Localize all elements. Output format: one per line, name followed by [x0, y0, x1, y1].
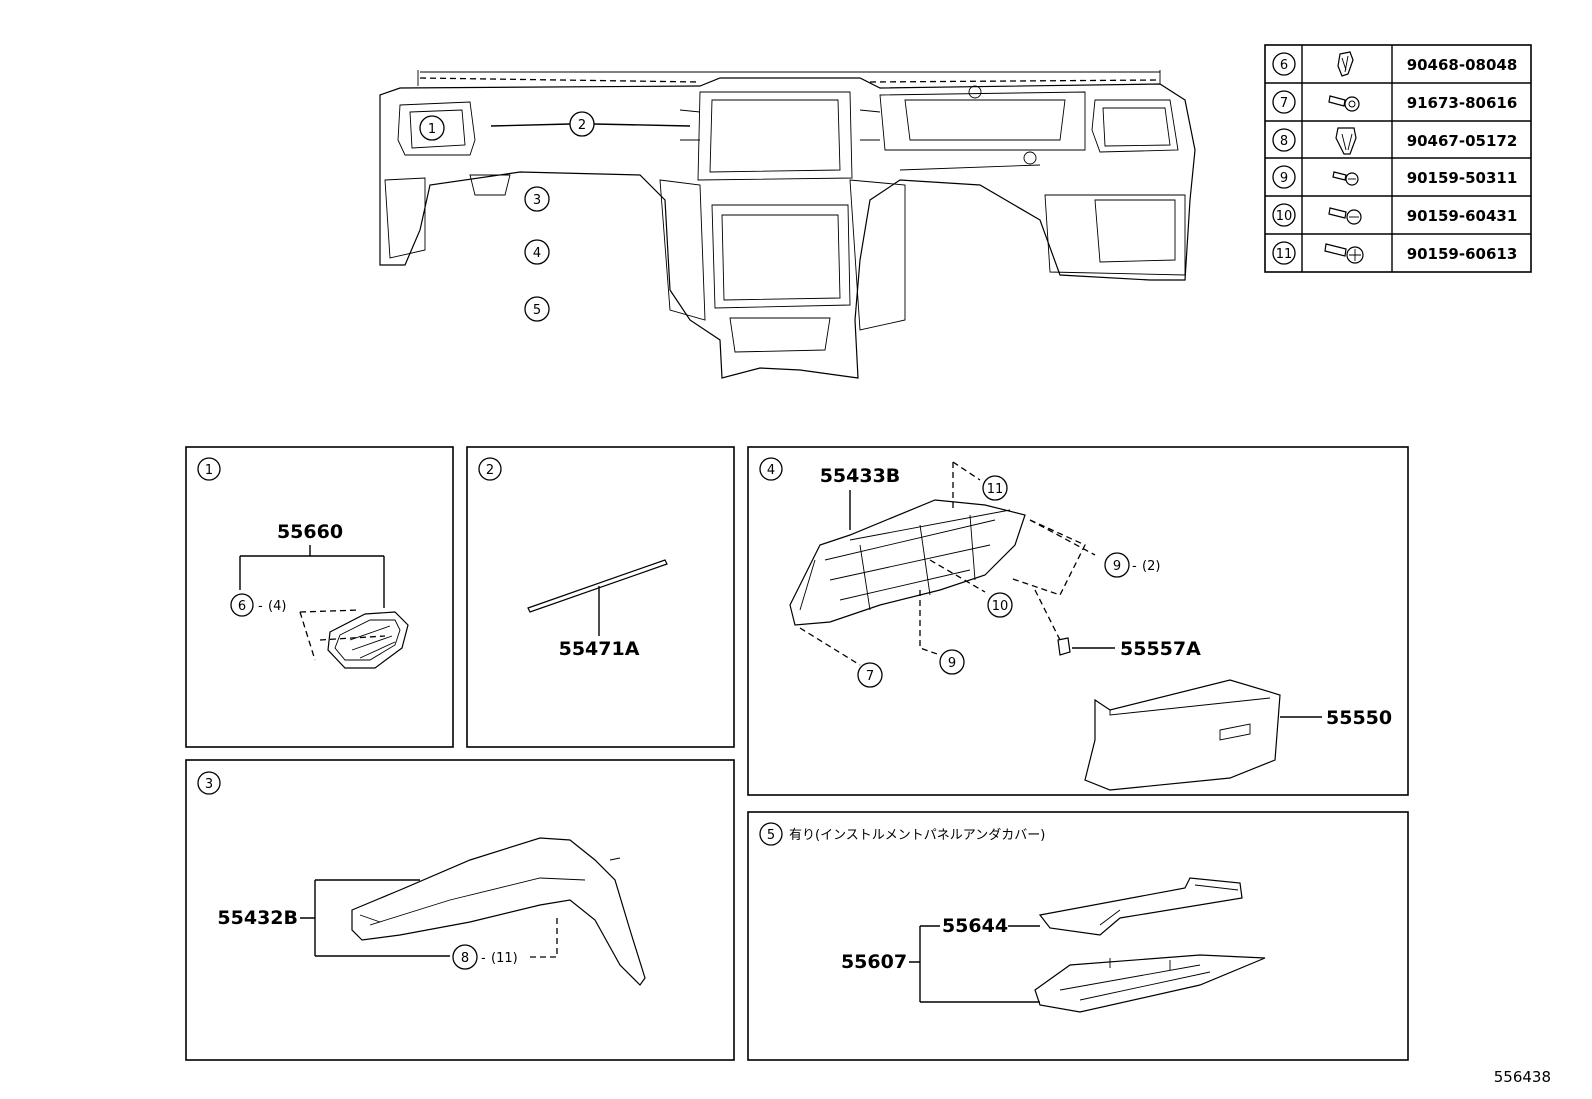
svg-text:90159-60613: 90159-60613	[1407, 245, 1518, 263]
svg-text:2: 2	[486, 463, 494, 478]
overview-callout-2[interactable]: 2	[569, 111, 595, 137]
table-row[interactable]: 7 91673-80616	[1272, 90, 1518, 114]
svg-text:7: 7	[866, 669, 874, 684]
part-label-55550[interactable]: 55550	[1326, 707, 1392, 729]
part-label-55471A[interactable]: 55471A	[559, 638, 640, 660]
screw-icon	[1332, 171, 1359, 186]
overview-callout-3[interactable]: 3	[524, 186, 550, 212]
instrument-panel-overview	[379, 70, 1196, 379]
panel-4-callout-10[interactable]: 10	[987, 592, 1013, 618]
clip-icon	[1337, 51, 1354, 77]
panel-3-ref: 3	[197, 771, 221, 795]
svg-text:3: 3	[533, 193, 541, 208]
molding-part-drawing	[527, 559, 668, 613]
fastener-table	[1264, 44, 1532, 273]
svg-text:6: 6	[238, 599, 246, 614]
svg-text:10: 10	[992, 599, 1009, 614]
svg-text:7: 7	[1280, 96, 1288, 111]
svg-text:90159-60431: 90159-60431	[1407, 207, 1518, 225]
damper-part-drawing	[1057, 637, 1071, 656]
svg-text:4: 4	[767, 463, 775, 478]
svg-text:11: 11	[987, 482, 1004, 497]
panel-5-note: 有り(インストルメントパネルアンダカバー)	[789, 828, 1045, 843]
panel-4-qty: (2)	[1142, 559, 1160, 574]
table-row[interactable]: 9 90159-50311	[1272, 165, 1518, 189]
panel-4-callout-9-bottom[interactable]: 9	[939, 649, 965, 675]
svg-text:6: 6	[1280, 58, 1288, 73]
table-row[interactable]: 10 90159-60431	[1272, 203, 1518, 227]
svg-text:10: 10	[1276, 209, 1293, 224]
glovebox-door-drawing	[1084, 679, 1281, 791]
svg-text:8: 8	[1280, 134, 1288, 149]
diagram-id: 556438	[1494, 1068, 1551, 1086]
table-row[interactable]: 11 90159-60613	[1272, 241, 1518, 265]
panel-2-ref: 2	[478, 457, 502, 481]
svg-text:8: 8	[461, 951, 469, 966]
panel-4-callout-9-top[interactable]: 9	[1104, 552, 1130, 578]
part-label-55660[interactable]: 55660	[277, 521, 343, 543]
overview-callout-5[interactable]: 5	[524, 296, 550, 322]
panel-1-qty-value: (4)	[268, 599, 286, 614]
part-label-55644[interactable]: 55644	[942, 915, 1008, 937]
svg-text:5: 5	[533, 303, 541, 318]
panel-1-fastener-callout[interactable]: 6	[230, 593, 254, 617]
panel-2	[466, 446, 735, 748]
svg-text:91673-80616: 91673-80616	[1407, 94, 1518, 112]
panel-3-fastener-callout[interactable]: 8	[452, 944, 478, 970]
svg-text:9: 9	[948, 656, 956, 671]
svg-text:9: 9	[1280, 171, 1288, 186]
screw-icon	[1328, 207, 1362, 225]
clip-icon	[1335, 127, 1357, 155]
panel-5-ref: 5	[759, 822, 783, 846]
part-label-55557A[interactable]: 55557A	[1120, 638, 1201, 660]
bolt-icon	[1328, 95, 1360, 112]
table-row[interactable]: 8 90467-05172	[1272, 127, 1518, 155]
under-cover-bracket-drawing	[1038, 877, 1243, 936]
panel-3	[185, 759, 735, 1061]
table-row[interactable]: 6 90468-08048	[1272, 51, 1518, 77]
svg-text:90468-08048: 90468-08048	[1407, 56, 1518, 74]
under-cover-drawing	[1034, 954, 1266, 1013]
panel-3-qty: (11)	[491, 951, 518, 966]
panel-4-qty-sep: -	[1132, 559, 1137, 574]
part-label-55433B[interactable]: 55433B	[820, 465, 901, 487]
panel-1-qty: -	[258, 599, 263, 614]
panel-5	[747, 811, 1409, 1061]
svg-text:3: 3	[205, 777, 213, 792]
svg-text:9: 9	[1113, 559, 1121, 574]
screw-icon	[1324, 243, 1364, 264]
panel-4-callout-7[interactable]: 7	[857, 662, 883, 688]
svg-text:4: 4	[533, 246, 541, 261]
overview-callout-1[interactable]: 1	[419, 115, 445, 141]
svg-text:2: 2	[578, 118, 586, 133]
svg-text:11: 11	[1276, 247, 1293, 262]
cover-part-drawing	[351, 837, 646, 986]
glovebox-frame-drawing	[789, 499, 1026, 626]
vent-part-drawing	[327, 611, 409, 669]
svg-text:90467-05172: 90467-05172	[1407, 132, 1518, 150]
panel-4-ref: 4	[759, 457, 783, 481]
svg-text:90159-50311: 90159-50311	[1407, 169, 1518, 187]
overview-callout-4[interactable]: 4	[524, 239, 550, 265]
panel-4-callout-11[interactable]: 11	[982, 475, 1008, 501]
panel-1	[185, 446, 454, 748]
svg-text:1: 1	[428, 122, 436, 137]
svg-text:1: 1	[205, 463, 213, 478]
part-label-55607[interactable]: 55607	[841, 951, 907, 973]
panel-3-qty-sep: -	[481, 951, 486, 966]
panel-4	[747, 446, 1409, 796]
part-label-55432B[interactable]: 55432B	[217, 907, 298, 929]
svg-text:5: 5	[767, 828, 775, 843]
panel-1-ref: 1	[197, 457, 221, 481]
